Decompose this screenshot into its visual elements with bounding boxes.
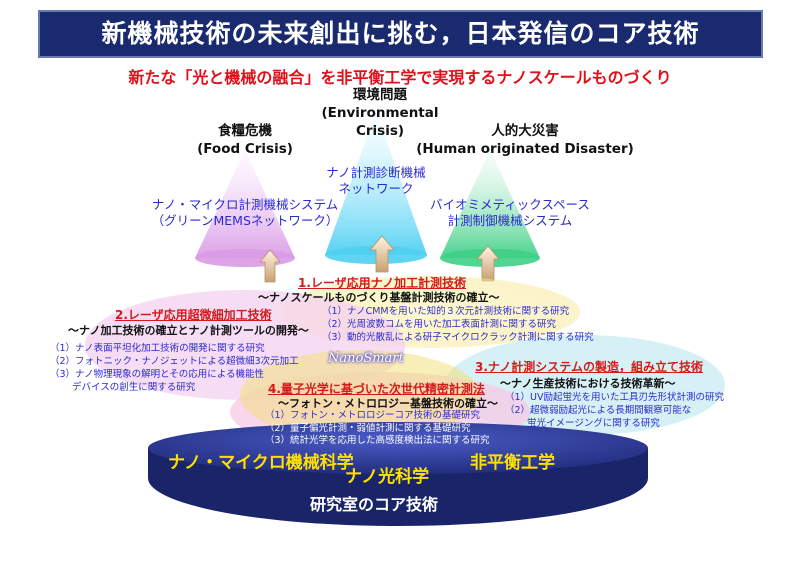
research-4-items: （1）フォトン・メトロロジーコア技術の基礎研究 （2）量子偏光計測・弱値計測に関… <box>265 410 490 448</box>
system-label-left: ナノ・マイクロ計測機械システム （グリーンMEMSネットワーク） <box>140 197 350 229</box>
list-item: （1）UV励起蛍光を用いた工具刃先形状計測の研究 <box>505 392 724 403</box>
research-3-items: （1）UV励起蛍光を用いた工具刃先形状計測の研究 （2）超微弱励起光による長期間… <box>505 391 724 430</box>
list-item: （2）量子偏光計測・弱値計測に関する基礎研究 <box>265 422 471 434</box>
list-item: （3）動的光散乱による研子マイクロクラック計測に関する研究 <box>322 332 594 343</box>
base-label-right: 非平衡工学 <box>470 453 555 473</box>
food-crisis-cone-base <box>195 249 295 267</box>
food-crisis-en: (Food Crisis) <box>197 141 293 157</box>
arrow-up-icon <box>369 235 395 273</box>
disaster-cone <box>440 150 540 258</box>
disaster-crisis-en: (Human originated Disaster) <box>416 141 634 157</box>
system-left-line2: （グリーンMEMSネットワーク） <box>151 213 339 228</box>
list-item: （3）ナノ物理現象の解明とその応用による機能性 <box>50 369 264 380</box>
list-item: （2）フォトニック・ナノジェットによる超微細3次元加工 <box>50 356 299 367</box>
core-technology-label: 研究室のコア技術 <box>310 495 439 514</box>
list-item: （3）統計光学を応用した高感度検出法に関する研究 <box>265 435 490 446</box>
core-technology-base-top <box>148 422 648 474</box>
environment-crisis-jp: 環境問題 <box>353 87 407 103</box>
research-4-title: 4.量子光学に基づいた次世代精密計測法 <box>268 382 485 396</box>
research-2-items: （1）ナノ表面平坦化加工技術の開発に関する研究 （2）フォトニック・ナノジェット… <box>50 342 299 394</box>
environment-crisis-en: (Environmental Crisis) <box>321 105 439 139</box>
system-center-line1: ナノ計測診断機械 <box>326 165 426 180</box>
system-label-right: バイオミメティックスペース 計測制御機械システム <box>410 197 610 229</box>
food-crisis-label: 食糧危機 (Food Crisis) <box>185 122 305 158</box>
list-item: デバイスの創生に関する研究 <box>50 382 196 393</box>
research-2-subtitle: ～ナノ加工技術の確立とナノ計測ツールの開発～ <box>68 324 309 337</box>
research-1-items: （1）ナノCMMを用いた知的３次元計測技術に関する研究 （2）光周波数コムを用い… <box>322 305 594 344</box>
disaster-crisis-jp: 人的大災害 <box>491 123 559 139</box>
research-3-subtitle: ～ナノ生産技術における技術革新～ <box>500 377 676 390</box>
disaster-crisis-label: 人的大災害 (Human originated Disaster) <box>405 122 645 158</box>
list-item: 蛍光イメージングに関する研究 <box>505 418 660 429</box>
research-1-title: 1.レーザ応用ナノ加工計測技術 <box>298 276 467 290</box>
list-item: （1）フォトン・メトロロジーコア技術の基礎研究 <box>265 410 481 421</box>
base-label-center: ナノ光科学 <box>345 467 430 487</box>
research-2-title: 2.レーザ応用超微細加工技術 <box>115 308 272 322</box>
research-core-blob <box>240 350 480 440</box>
system-label-center: ナノ計測診断機械 ネットワーク <box>306 165 446 197</box>
list-item: （2）超微弱励起光による長期間観察可能な <box>505 405 692 416</box>
base-label-left: ナノ・マイクロ機械科学 <box>168 453 354 473</box>
title-banner <box>38 10 763 58</box>
system-left-line1: ナノ・マイクロ計測機械システム <box>151 197 339 212</box>
system-right-line2: 計測制御機械システム <box>447 213 573 228</box>
list-item: （1）ナノCMMを用いた知的３次元計測技術に関する研究 <box>322 306 570 317</box>
environment-cone <box>325 112 427 255</box>
research-3-title: 3.ナノ計測システムの製造，組み立て技術 <box>475 360 703 374</box>
page-subtitle: 新たな「光と機械の融合」を非平衡工学で実現するナノスケールものづくり <box>128 68 672 87</box>
arrow-up-icon <box>259 249 281 283</box>
system-center-line2: ネットワーク <box>338 181 414 196</box>
research-4-subtitle: ～フォトン・メトロロジー基盤技術の確立～ <box>278 397 498 410</box>
system-right-line1: バイオミメティックスペース <box>430 197 590 212</box>
food-crisis-cone <box>195 150 295 258</box>
environment-crisis-label: 環境問題 (Environmental Crisis) <box>300 86 460 140</box>
food-crisis-jp: 食糧危機 <box>218 123 272 139</box>
page-title: 新機械技術の未来創出に挑む，日本発信のコア技術 <box>101 19 700 48</box>
list-item: （2）光周波数コムを用いた加工表面計測に関する研究 <box>322 319 557 330</box>
research-1-subtitle: ～ナノスケールものづくり基盤計測技術の確立～ <box>258 291 500 304</box>
list-item: （1）ナノ表面平坦化加工技術の開発に関する研究 <box>50 343 265 354</box>
nanosmart-logo: NanoSmart <box>328 351 404 366</box>
